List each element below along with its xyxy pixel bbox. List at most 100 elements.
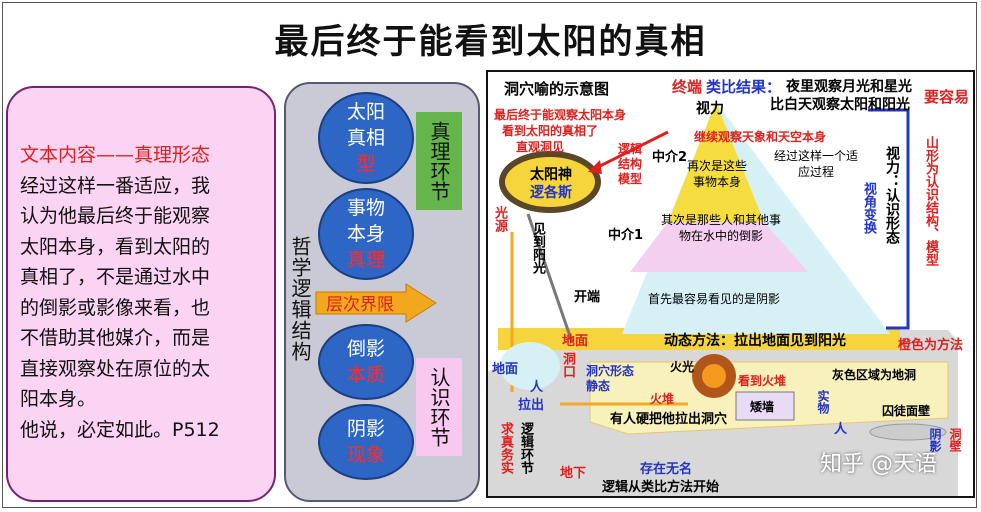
text-line: 太阳本身，看到太阳的 (20, 235, 211, 258)
text-line: 的倒影或影像来看，也 (20, 296, 211, 319)
level-boundary-label: 层次界限 (326, 295, 394, 315)
perspective-change: 视角变换 (861, 182, 876, 234)
light-source-label: 光源 (492, 206, 507, 232)
prisoner-wall-label: 囚徒面壁 (882, 404, 931, 418)
circle-text: 真相 (346, 127, 385, 149)
cave-allegory-diagram: 洞穴喻的示意图 终端 类比结果： 夜里观察月光和星光 比白天观察太阳和阳光 要容… (486, 70, 975, 498)
adaptation-process-label: 经过这样一个适应过程 (773, 149, 858, 179)
insight-arrow-head (588, 160, 602, 174)
mountain-cognition-label: 山形为认识结构、模型 (923, 136, 938, 266)
person2-label: 人 (834, 422, 848, 437)
pyramid-top (693, 102, 739, 160)
logic-start-label: 逻辑从类比方法开始 (602, 480, 720, 495)
pyramid-level1 (630, 222, 808, 272)
text-line: 经过这样一番适应，我 (20, 174, 211, 197)
circle-text: 事物 (346, 197, 385, 219)
easier-label: 要容易 (924, 88, 970, 106)
reflection-circle: 倒影 本质 (318, 324, 414, 400)
text-line: 阳本身。 (20, 388, 97, 410)
logic-link-label: 逻辑环节 (518, 422, 533, 474)
red-note-3: 直观洞见 (516, 140, 565, 154)
diagram-heading: 洞穴喻的示意图 (504, 80, 610, 98)
orange-method-label: 橙色为方法 (898, 338, 964, 353)
circle-text: 倒影 (346, 338, 385, 360)
see-sunlight-label: 见到阳光 (530, 222, 545, 274)
sun-god-ellipse (499, 151, 601, 213)
shadow-label: 阴影 (928, 428, 942, 452)
cognition-link-label: 认识环节 (427, 367, 451, 447)
underground-label: 地下 (560, 466, 587, 481)
cave-static-label: 洞穴形态静态 (586, 364, 635, 393)
start-label: 开端 (574, 290, 601, 305)
red-note-2: 看到太阳的真相了 (502, 124, 599, 138)
sun-truth-circle: 太阳 真相 型 (318, 92, 414, 184)
continue-observing: 继续观察天象和天空本身 (694, 130, 827, 144)
low-wall-box (735, 391, 795, 421)
analogy-result-line1: 夜里观察月光和星光 (786, 79, 912, 95)
circle-text: 现象 (346, 444, 385, 466)
cave-mouth-label: 洞口 (560, 352, 575, 378)
truth-link-box: 真理环节 (416, 112, 462, 210)
exists-nameless-label: 存在无名 (640, 462, 693, 477)
ground-label: 地面 (562, 334, 589, 349)
red-note-1: 最后终于能观察太阳本身 (494, 108, 627, 122)
dynamic-method-label: 动态方法：拉出地面见到阳光 (664, 333, 846, 349)
sun-god-label-1: 太阳神 (530, 167, 572, 183)
low-wall-label: 矮墙 (750, 400, 775, 414)
truth-link-label: 真理环节 (427, 121, 451, 201)
second-reflections-label: 其次是那些人和其他事物在水中的倒影 (660, 213, 781, 243)
level-boundary-arrow: 层次界限 (315, 283, 437, 323)
ground-left-oval (500, 342, 560, 390)
insight-arrow (595, 130, 669, 170)
circle-text: 型 (356, 153, 376, 175)
philosophy-logic-structure-label: 哲学逻辑结构 (288, 236, 312, 362)
circle-text: 本身 (346, 223, 385, 245)
vision-bracket-line (868, 108, 910, 330)
diagram-shapes (488, 102, 958, 496)
text-line: 他说，必定如此。P512 (20, 418, 220, 441)
end-label: 终端 (672, 78, 703, 96)
vision-cognition-form: 视力：认识形态 (884, 146, 900, 244)
medium-2-label: 中介2 (652, 150, 688, 165)
sun-god-label-2: 逻各斯 (530, 185, 572, 201)
pyramid-level2 (668, 160, 764, 222)
circle-text: 阴影 (346, 418, 385, 440)
ground-left-label: 地面 (492, 362, 519, 377)
again-things-label: 再次是这些事物本身 (686, 159, 747, 189)
prison-wall-shape (869, 423, 947, 441)
vision-label: 视力 (696, 101, 724, 117)
cognition-link-box: 认识环节 (416, 358, 462, 456)
shadow-circle: 阴影 现象 (318, 404, 414, 480)
gray-area-label: 灰色区域为地洞 (832, 368, 917, 382)
page-title: 最后终于能看到太阳的真相 (274, 22, 707, 62)
text-content: 文本内容——真理形态 经过这样一番适应，我 认为他最后终于能观察 太阳本身，看到… (20, 140, 260, 445)
cave-wall-label: 洞壁 (948, 428, 962, 452)
text-content-panel (6, 86, 276, 502)
analogy-result-label: 类比结果： (706, 78, 782, 96)
circle-text: 本质 (346, 364, 385, 386)
medium-1-label: 中介1 (608, 228, 644, 243)
text-line: 不借助其他媒介，而是 (20, 327, 211, 349)
person-label: 人 (530, 380, 544, 395)
watermark: 知乎 @天语 (820, 452, 937, 477)
text-line: 真相了，不是通过水中 (20, 266, 211, 288)
circle-text: 真理 (346, 249, 385, 271)
text-line: 直接观察处在原位的太 (20, 357, 211, 380)
fire-light-label: 火光 (670, 360, 695, 374)
see-sun-arrow (526, 213, 574, 343)
text-line: 认为他最后终于能观察 (20, 205, 211, 227)
text-content-heading: 文本内容——真理形态 (20, 144, 211, 166)
logic-structure-model: 逻辑结构模型 (618, 142, 643, 186)
someone-pulls-label: 有人硬把他拉出洞穴 (610, 412, 728, 427)
circle-text: 太阳 (346, 101, 385, 123)
thing-itself-circle: 事物 本身 真理 (318, 188, 414, 280)
fire-core-icon (702, 364, 726, 388)
analogy-result-line2: 比白天观察太阳和阳光 (770, 97, 910, 113)
pull-out-label: 拉出 (518, 398, 545, 413)
real-object-label: 实物 (816, 390, 830, 414)
see-fire-label: 看到火堆 (738, 374, 787, 388)
first-shadows-label: 首先最容易看见的是阴影 (648, 292, 781, 306)
seek-truth-label: 求真务实 (498, 422, 513, 474)
fire-pile-label: 火堆 (650, 392, 675, 406)
